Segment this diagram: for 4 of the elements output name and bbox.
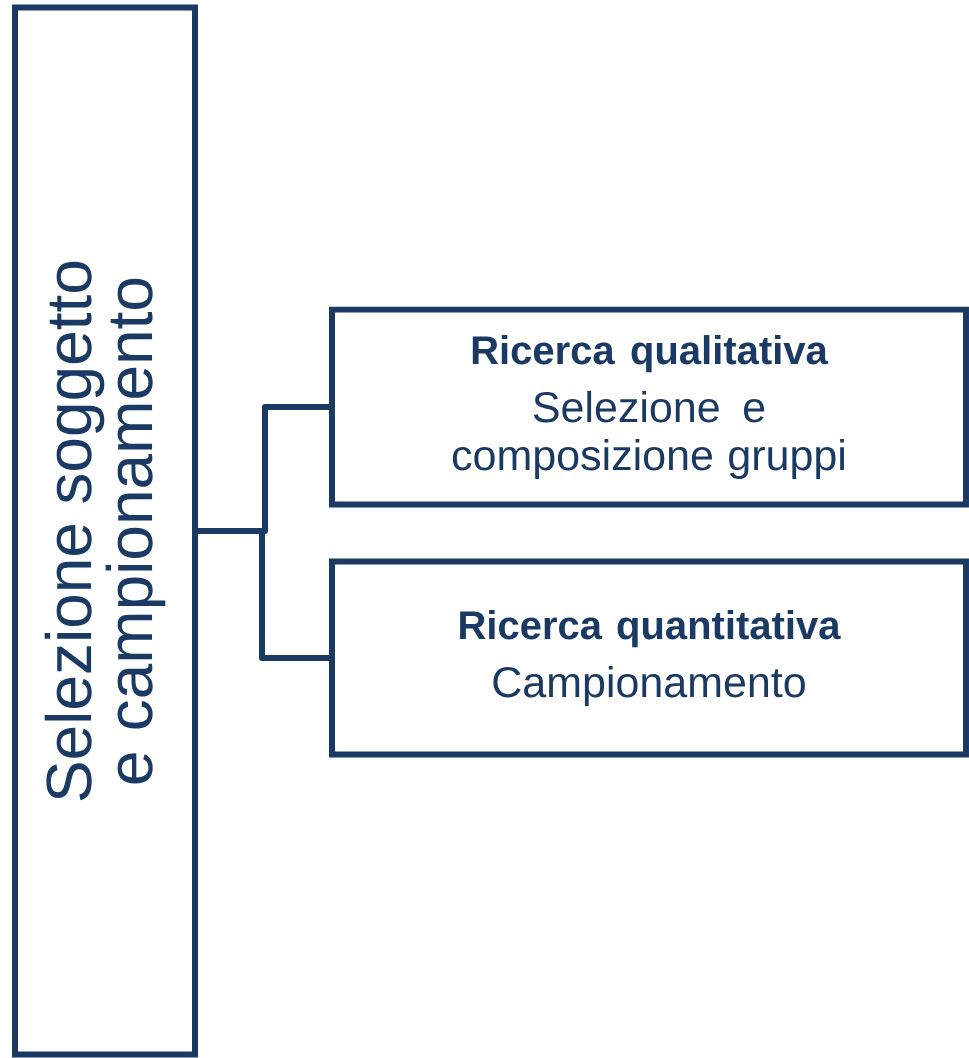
method-box: Ricerca quantitativa Campionamento bbox=[329, 558, 969, 758]
method-box: Ricerca qualitativa Selezione e composizione gruppi bbox=[329, 306, 969, 508]
connector-line bbox=[198, 528, 329, 661]
category-box: Selezione soggetto e campionamento bbox=[12, 4, 198, 1058]
